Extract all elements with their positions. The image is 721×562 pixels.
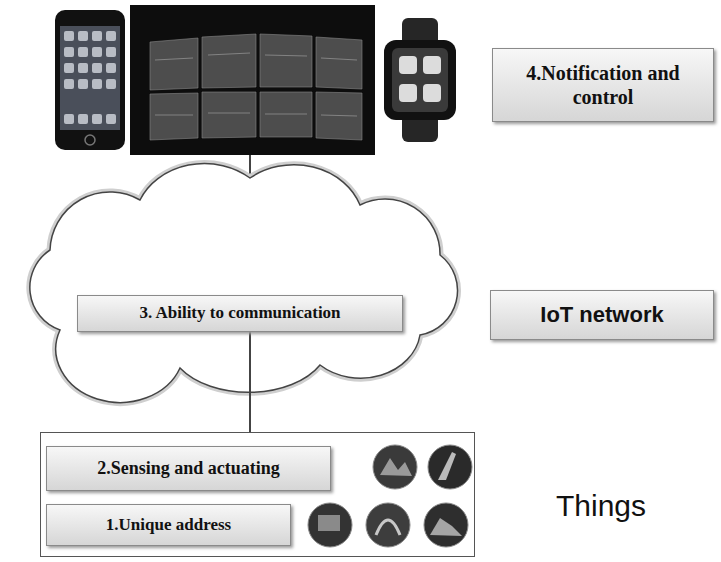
things-group: Things2.Sensing and actuating1.Unique ad… (40, 432, 475, 557)
link-line (250, 332, 251, 432)
address-box: 1.Unique address (46, 504, 291, 546)
smartwatch-icon (384, 18, 456, 142)
sensing-box: 2.Sensing and actuating (46, 446, 331, 491)
notification-box: 4.Notification and control (492, 48, 714, 122)
phone-icon (55, 10, 125, 150)
box-label: 4.Notification and control (501, 61, 705, 109)
box-label: 3. Ability to communication (139, 303, 340, 323)
network-box: IoT network (490, 290, 714, 340)
cloud-outline (30, 164, 458, 403)
box-label: 1.Unique address (106, 515, 231, 535)
display-wall (130, 5, 375, 155)
group-heading: Things (556, 488, 646, 524)
thing-photos (308, 445, 472, 547)
box-label: IoT network (540, 302, 663, 328)
communication-box: 3. Ability to communication (77, 295, 403, 332)
box-label: 2.Sensing and actuating (97, 458, 280, 480)
cloud-shape (30, 164, 458, 403)
